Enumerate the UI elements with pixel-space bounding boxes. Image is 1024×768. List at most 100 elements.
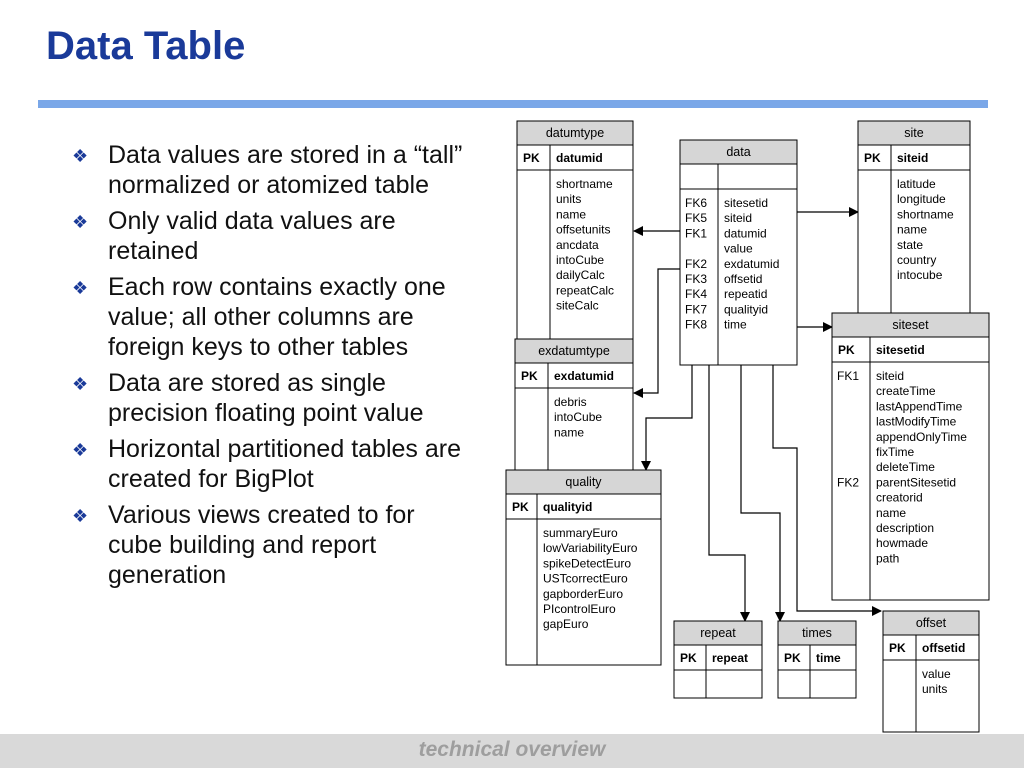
field-name: name [554,425,584,439]
field-createTime: createTime [876,384,936,398]
field-debris: debris [554,395,587,409]
connector-repeatid [708,341,750,622]
pk-field: siteid [897,151,928,165]
entity-data: datasitesetidFK6siteidFK5datumidFK1value… [679,139,798,366]
field-path: path [876,551,899,565]
entity-header [516,120,634,146]
entity-header [673,620,763,646]
field-offsetid: offsetid [724,272,762,286]
pk-label: PK [784,651,801,665]
field-spikeDetectEuro: spikeDetectEuro [543,556,631,570]
field-appendOnlyTime: appendOnlyTime [876,430,967,444]
field-value: value [922,667,951,681]
bullet-list: ❖Data values are stored in a “tall” norm… [72,140,472,596]
pk-field: time [816,651,841,665]
connector-offsetid [772,341,882,616]
title-divider [38,100,988,108]
entity-name: quality [565,475,602,489]
field-ancdata: ancdata [556,238,599,252]
field-latitude: latitude [897,177,936,191]
diamond-bullet-icon: ❖ [72,440,89,460]
pk-label: PK [864,151,881,165]
pk-label: PK [889,641,906,655]
bullet-item: ❖Only valid data values are retained [72,206,472,266]
bullet-item: ❖Each row contains exactly one value; al… [72,272,472,362]
pk-field: sitesetid [876,343,925,357]
field-howmade: howmade [876,536,928,550]
field-intoCube: intoCube [554,410,602,424]
fk-label: FK1 [685,226,707,240]
field-siteCalc: siteCalc [556,299,599,313]
bullet-item: ❖ Horizontal partitioned tables are creat… [72,434,472,494]
entity-header [777,620,857,646]
diamond-bullet-icon: ❖ [72,506,89,526]
pk-field: exdatumid [554,369,614,383]
field-fixTime: fixTime [876,445,915,459]
diamond-bullet-icon: ❖ [72,146,89,166]
fk-label: FK5 [685,211,707,225]
field-shortname: shortname [897,207,954,221]
field-gapborderEuro: gapborderEuro [543,587,623,601]
pk-field: qualityid [543,500,592,514]
fk-label: FK6 [685,196,707,210]
fk-label: FK2 [837,475,859,489]
field-offsetunits: offsetunits [556,223,610,237]
connector-time [740,341,785,622]
bullet-text: Only valid data values are retained [108,207,396,265]
connector-qualityid [641,341,693,471]
entity-name: datumtype [546,126,604,140]
footer-text: technical overview [418,738,606,761]
bullet-text: Various views created to for cube buildi… [108,501,415,589]
pk-label: PK [838,343,855,357]
field-name: name [897,223,927,237]
fk-label: FK2 [685,257,707,271]
entity-name: data [726,145,750,159]
field-PIcontrolEuro: PIcontrolEuro [543,602,616,616]
field-name: name [876,506,906,520]
entity-header [882,610,980,636]
field-USTcorrectEuro: USTcorrectEuro [543,572,628,586]
entity-header [505,469,662,495]
entity-header [857,120,971,146]
entity-header [831,312,990,338]
entity-name: times [802,626,832,640]
pk-field: datumid [556,151,603,165]
pk-label: PK [680,651,697,665]
field-country: country [897,253,936,267]
bullet-text: Horizontal partitioned tables are create… [108,435,461,493]
field-siteid: siteid [724,211,752,225]
fk-label: FK8 [685,318,707,332]
entity-name: exdatumtype [538,344,610,358]
bullet-item: ❖Data values are stored in a “tall” norm… [72,140,472,200]
field-units: units [922,682,947,696]
field-intocube: intocube [897,268,943,282]
field-deleteTime: deleteTime [876,460,935,474]
footer-bar: technical overview [0,734,1024,768]
field-qualityid: qualityid [724,302,768,316]
bullet-item: ❖Data are stored as single precision flo… [72,368,472,428]
field-gapEuro: gapEuro [543,617,589,631]
field-lastModifyTime: lastModifyTime [876,415,957,429]
field-lastAppendTime: lastAppendTime [876,399,963,413]
field-dailyCalc: dailyCalc [556,268,605,282]
field-intoCube: intoCube [556,253,604,267]
field-units: units [556,192,581,206]
field-description: description [876,521,934,535]
entity-name: siteset [892,318,929,332]
bullet-item: ❖ Various views created to for cube build… [72,500,472,590]
field-sitesetid: sitesetid [724,196,768,210]
pk-field: offsetid [922,641,965,655]
pk-label: PK [523,151,540,165]
field-repeatid: repeatid [724,287,767,301]
entity-box [679,139,798,366]
diamond-bullet-icon: ❖ [72,374,89,394]
entity-box [831,312,990,601]
fk-label: FK3 [685,272,707,286]
